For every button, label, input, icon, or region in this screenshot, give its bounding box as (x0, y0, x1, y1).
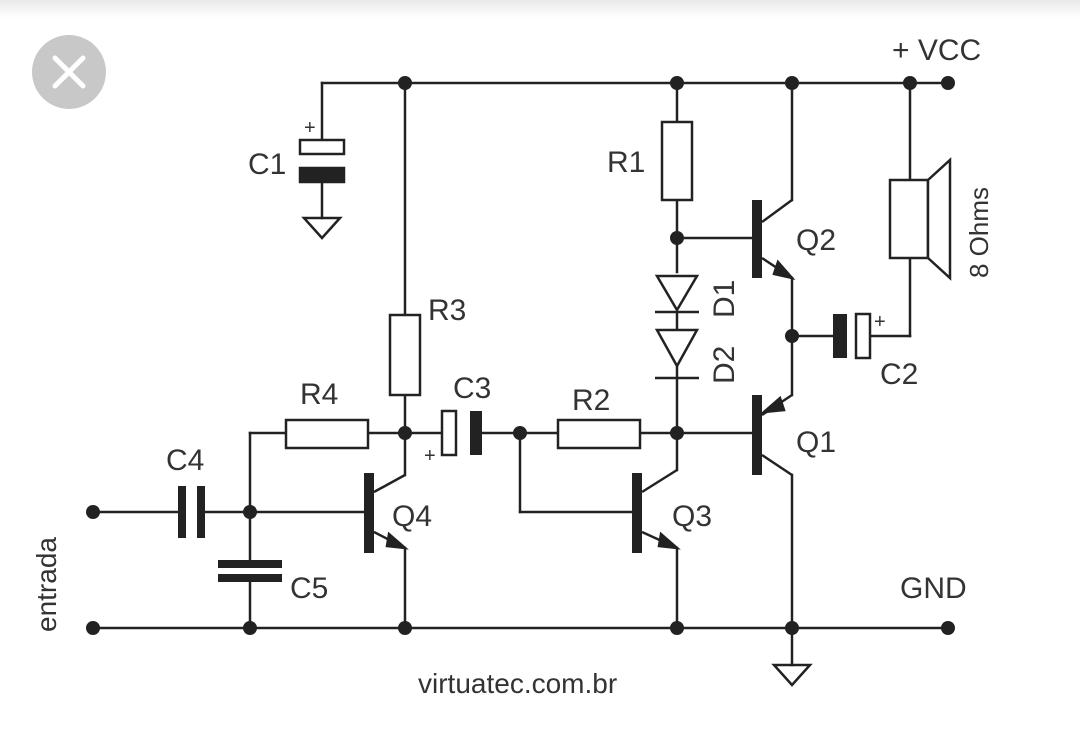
r2-label: R2 (572, 384, 610, 417)
capacitor-c1 (298, 138, 346, 184)
r4-label: R4 (300, 378, 338, 411)
speaker-label: 8 Ohms (964, 187, 994, 278)
c1-plus-sign: + (304, 117, 316, 139)
transistor-q3 (632, 468, 681, 553)
capacitor-c5 (218, 560, 282, 582)
q2-label: Q2 (796, 224, 836, 257)
credit-label: virtuatec.com.br (418, 668, 617, 699)
c2-label: C2 (880, 358, 918, 391)
r1-label: R1 (607, 146, 645, 179)
c1-label: C1 (248, 148, 286, 181)
ground-symbol-main (771, 663, 813, 687)
capacitor-c2 (833, 312, 872, 360)
transistor-q1 (752, 393, 793, 477)
q3-label: Q3 (672, 500, 712, 533)
capacitor-c4 (178, 486, 205, 538)
resistor-r2 (556, 418, 642, 450)
d2-label: D2 (708, 346, 741, 384)
capacitor-c3 (440, 409, 482, 457)
q1-label: Q1 (796, 426, 836, 459)
transistor-q4 (364, 473, 409, 553)
diode-d1 (654, 274, 700, 314)
c4-label: C4 (166, 444, 204, 477)
c5-label: C5 (290, 572, 328, 605)
vcc-label: + VCC (892, 34, 981, 67)
resistor-r4 (284, 418, 370, 450)
close-button[interactable] (32, 35, 106, 109)
q4-label: Q4 (392, 500, 432, 533)
transistor-q2 (752, 198, 796, 281)
close-icon (52, 55, 86, 89)
ground-symbol-c1 (301, 216, 343, 240)
r3-label: R3 (428, 294, 466, 327)
c3-label: C3 (453, 372, 491, 405)
speaker (888, 157, 952, 281)
resistor-r1 (660, 120, 694, 202)
resistor-r3 (388, 313, 422, 397)
top-bar (0, 0, 1080, 18)
gnd-label: GND (900, 572, 967, 605)
d1-label: D1 (708, 280, 741, 318)
input-label: entrada (31, 537, 62, 632)
c3-plus-sign: + (424, 445, 436, 467)
junction-dots (86, 76, 955, 635)
c2-plus-sign: + (874, 311, 886, 333)
